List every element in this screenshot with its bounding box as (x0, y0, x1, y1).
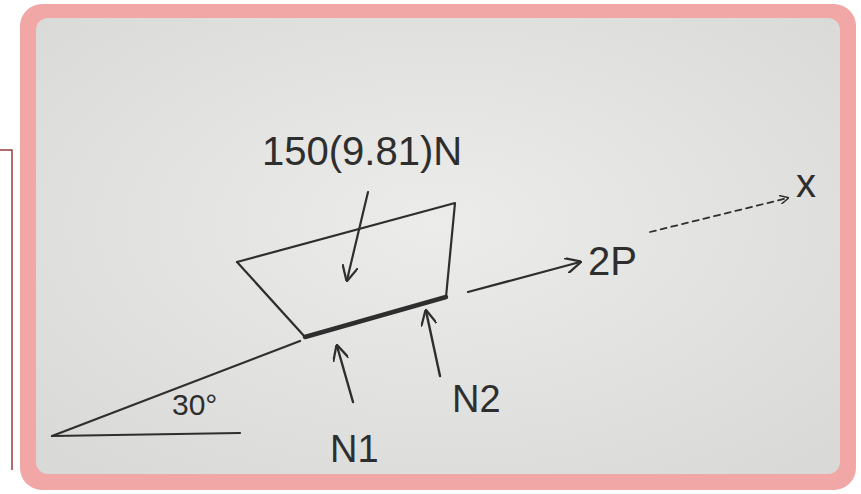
base-line (52, 433, 240, 436)
normal-label: N2 (452, 378, 501, 422)
normal-arrow-1 (337, 346, 353, 402)
angle-label: 30° (172, 388, 217, 423)
weight-arrow (347, 192, 368, 280)
x-axis-arrow (650, 198, 788, 232)
paper (36, 18, 840, 474)
block-bottom (305, 297, 446, 337)
force-arrow (468, 262, 580, 292)
incline-line (52, 341, 300, 436)
block-outline-left (237, 262, 305, 337)
block-outline (237, 203, 455, 297)
axis-label: x (796, 160, 816, 206)
normal-arrow-2 (426, 311, 440, 376)
frame-bracket (0, 150, 12, 470)
force-label: 2P (588, 238, 637, 284)
pink-frame (20, 4, 856, 490)
normal-label: N1 (330, 428, 379, 472)
weight-label: 150(9.81)N (262, 128, 462, 174)
